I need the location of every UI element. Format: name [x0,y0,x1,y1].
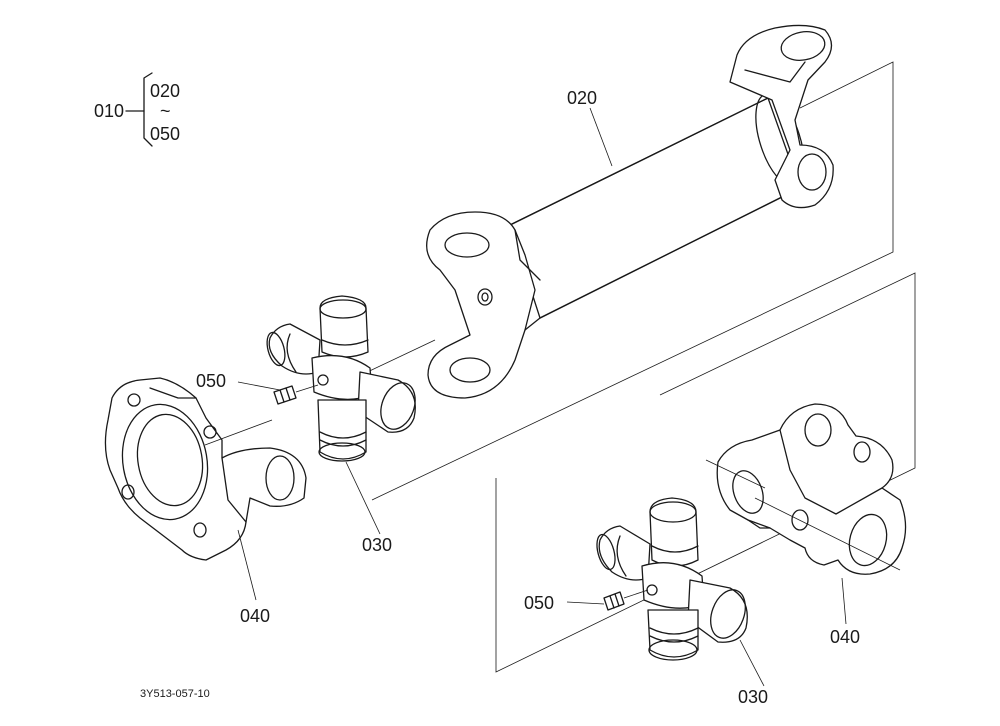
callout-grease-nipple-right: 050 [524,593,554,613]
leader-lines [237,107,847,687]
group-range-tilde: ~ [160,101,171,121]
reference-plane-upper [371,61,894,501]
grease-nipple-050-left [237,381,319,405]
callout-yoke-right: 040 [830,627,860,647]
callout-grease-nipple-left: 050 [196,371,226,391]
group-range-from: 020 [150,81,180,101]
group-label: 010 [94,101,124,121]
callout-shaft: 020 [567,88,597,108]
universal-joint-030-left [266,295,416,462]
flanged-yoke-040-right [705,403,907,575]
group-bracket [125,72,153,147]
callout-cross-left: 030 [362,535,392,555]
callout-flange-left: 040 [240,606,270,626]
drive-shaft-020 [339,24,834,399]
universal-joint-030-right [596,497,748,661]
group-range-to: 050 [150,124,180,144]
reference-plane-lower [495,272,916,673]
grease-nipple-050-right [566,589,649,611]
flange-yoke-040-left [104,377,307,561]
callout-cross-right: 030 [738,687,768,707]
figure-code: 3Y513-057-10 [140,688,210,700]
